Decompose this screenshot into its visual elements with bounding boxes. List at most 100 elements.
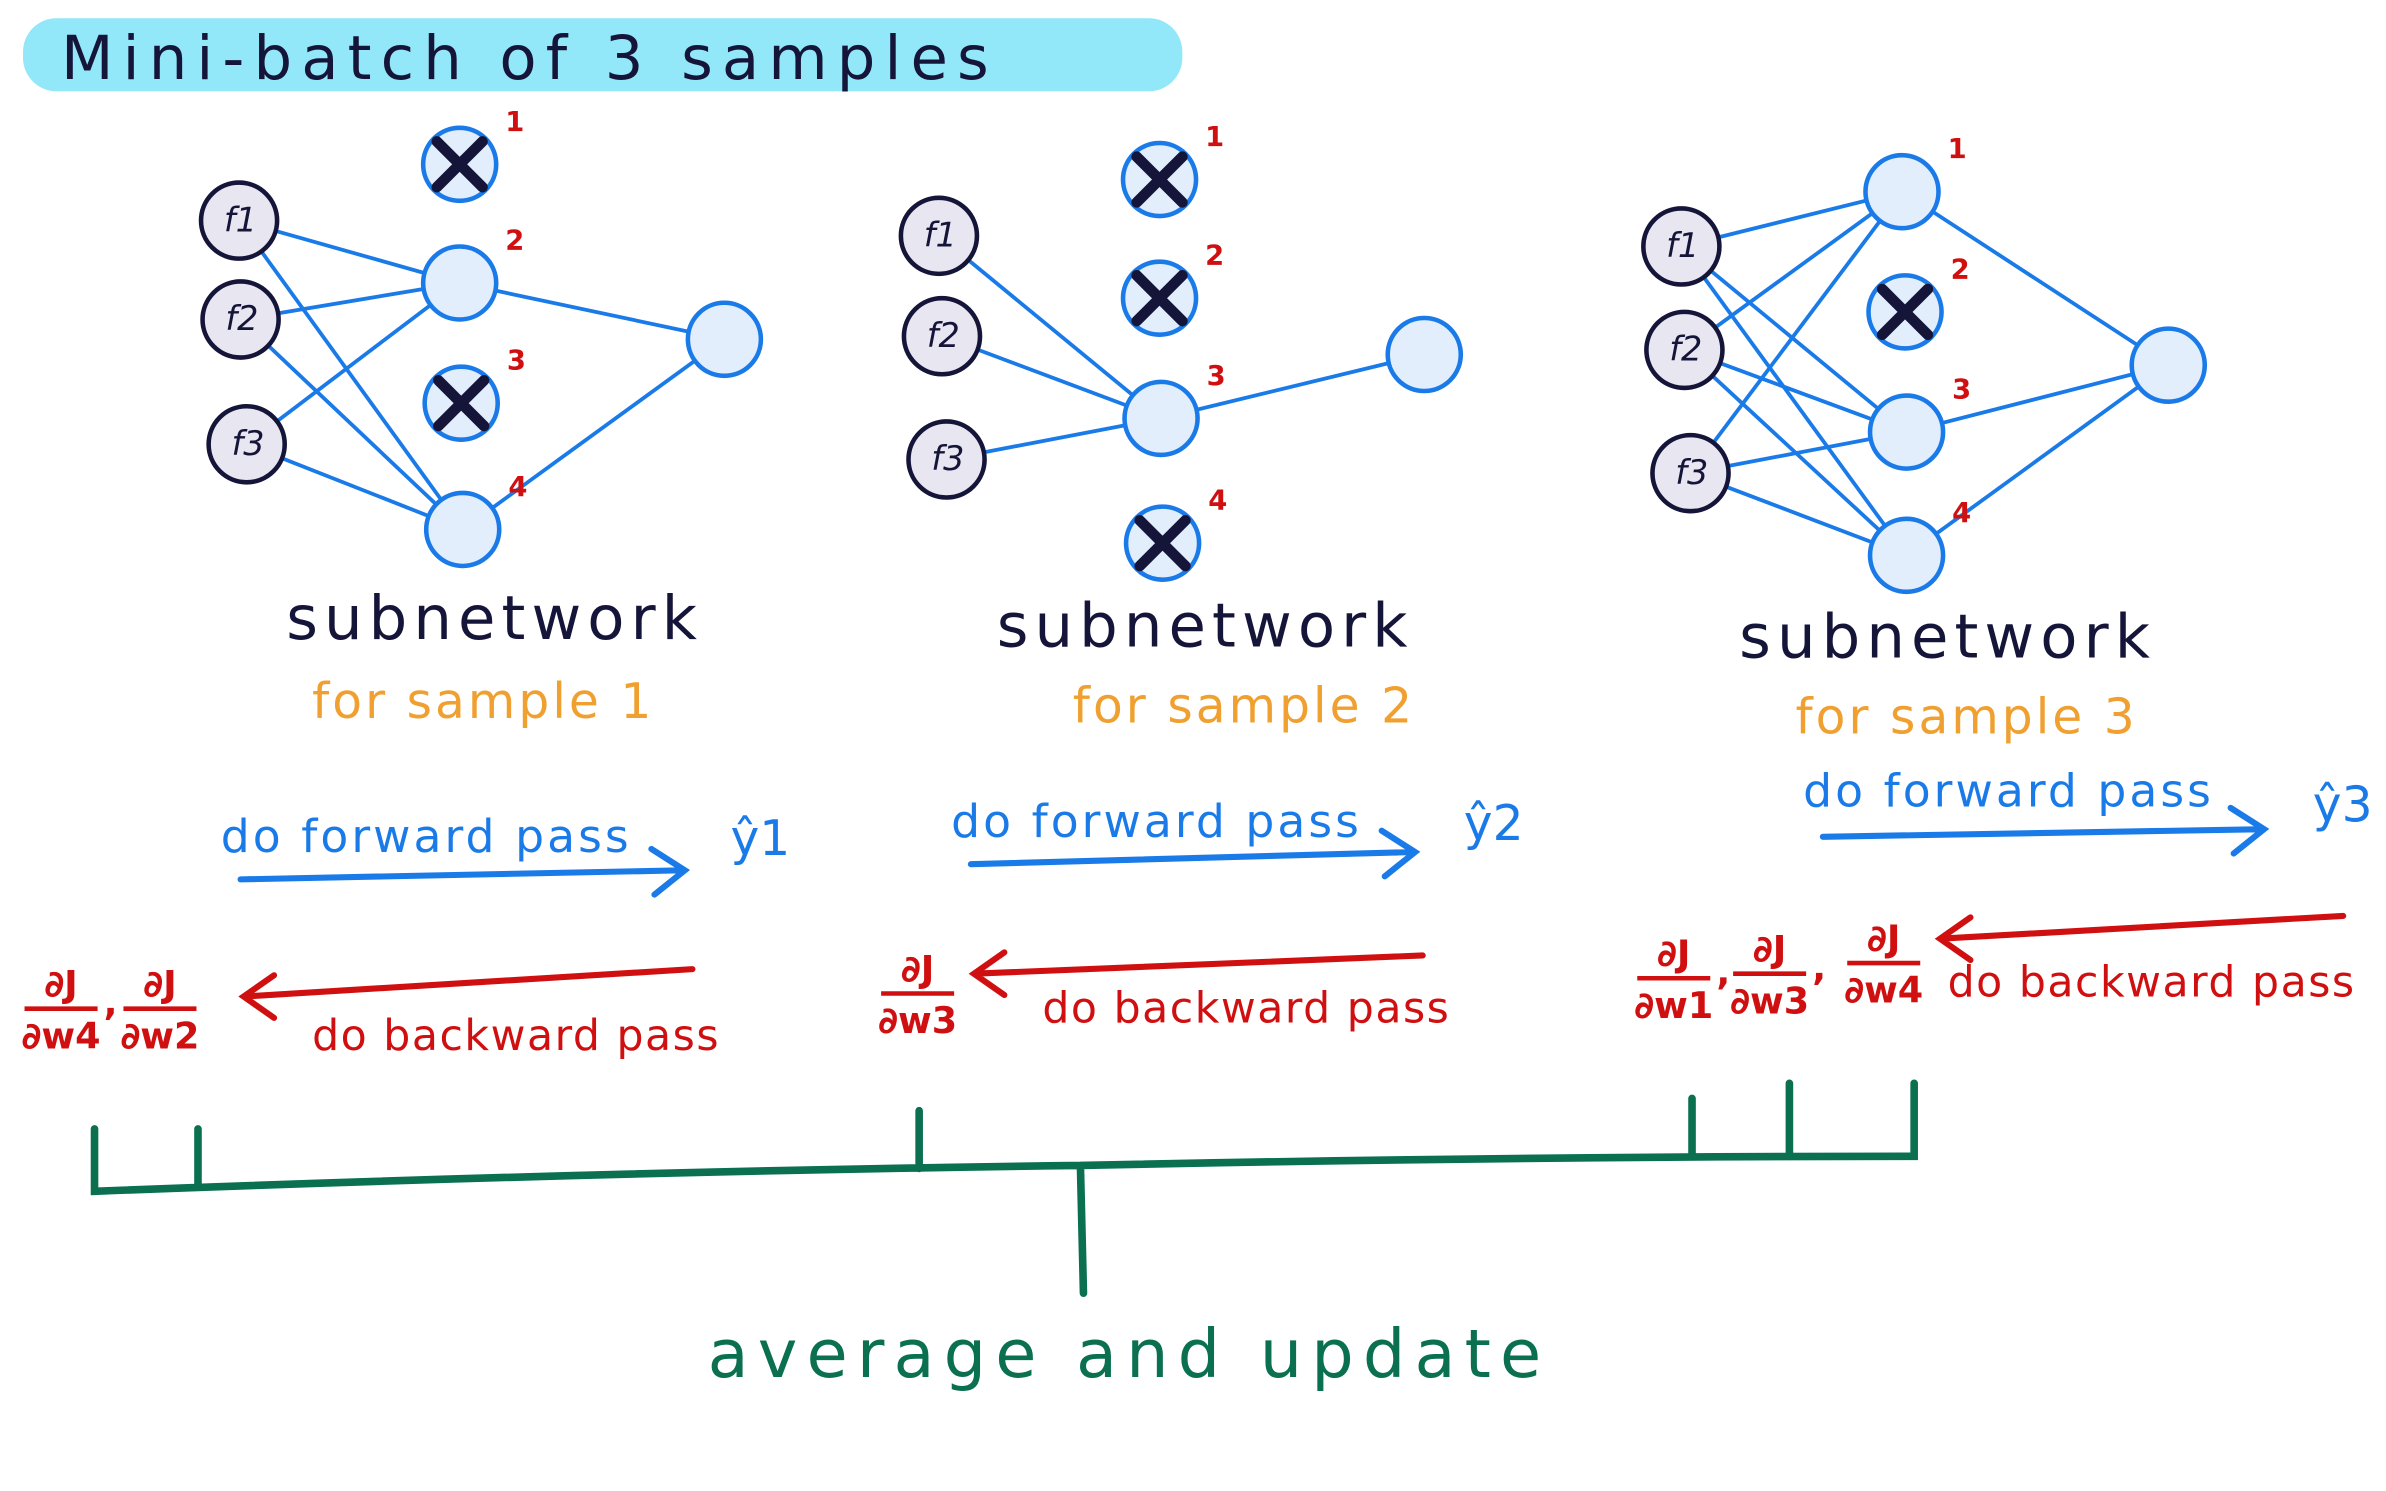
connection-edge xyxy=(459,281,725,342)
dropout-cross-icon xyxy=(1876,283,1934,341)
gradient-numerator: ∂J xyxy=(901,947,934,990)
dropout-cross-icon xyxy=(1134,515,1191,572)
connection-edge xyxy=(1906,363,2169,434)
gradient-numerator: ∂J xyxy=(1867,917,1900,960)
title-block: Mini-batch of 3 samples xyxy=(23,18,1183,94)
comma-separator: , xyxy=(104,981,118,1024)
neuron-number: 2 xyxy=(505,226,524,257)
forward-pass-label: do forward pass xyxy=(221,810,632,863)
neuron-number: 4 xyxy=(508,472,527,503)
gradient-numerator: ∂J xyxy=(143,963,176,1006)
subnetwork-label: subnetwork xyxy=(286,584,703,654)
gradient-fraction: ∂J ∂w3, xyxy=(1730,928,1826,1023)
sample-label: for sample 3 xyxy=(1795,689,2137,745)
input-neuron xyxy=(1650,432,1731,514)
connection-edge xyxy=(239,318,465,531)
gradient-denominator: ∂w3 xyxy=(878,999,957,1042)
forward-arrow-icon xyxy=(967,827,1421,880)
input-label: f1 xyxy=(1666,226,1699,265)
input-neuron xyxy=(901,295,983,377)
title-highlight xyxy=(23,18,1183,92)
neuron-number: 2 xyxy=(1951,254,1970,285)
comma-separator: , xyxy=(1812,946,1826,989)
input-neuron xyxy=(1644,309,1725,391)
backward-pass-label: do backward pass xyxy=(312,1011,720,1061)
input-label: f2 xyxy=(225,299,258,338)
gradient-numerator: ∂J xyxy=(44,963,77,1006)
backward-pass-label: do backward pass xyxy=(1042,983,1450,1033)
gradient-numerator: ∂J xyxy=(1657,932,1690,975)
gradient-denominator: ∂w4 xyxy=(1844,969,1923,1012)
input-neuron xyxy=(906,419,987,500)
dropout-cross-icon xyxy=(433,375,490,432)
networks-layer: f1 f2 f3 1 2 3 4 subnetwork for sample 1 do forwa… xyxy=(22,107,2373,1061)
gradient-numerator: ∂J xyxy=(1753,928,1786,971)
dropout-cross-icon xyxy=(431,136,488,193)
gradient-denominator: ∂w1 xyxy=(1634,984,1713,1027)
gradient-denominator: ∂w4 xyxy=(22,1014,101,1057)
output-neuron xyxy=(2129,326,2208,404)
connection-edge xyxy=(1683,190,1904,352)
gradient-fraction: ∂J ∂w2 xyxy=(120,963,199,1058)
input-label: f2 xyxy=(1669,330,1702,369)
backward-pass-label: do backward pass xyxy=(1948,958,2356,1008)
connection-edge xyxy=(1679,245,1909,557)
hidden-neuron xyxy=(423,490,502,569)
output-neuron xyxy=(1385,315,1464,394)
connection-edge xyxy=(1900,190,2170,367)
neuron-number: 1 xyxy=(1948,134,1967,165)
neuron-number: 3 xyxy=(507,346,526,377)
gradient-bracket: average and update xyxy=(90,1079,1918,1393)
gradient-fraction: ∂J ∂w1, xyxy=(1634,932,1730,1027)
input-neuron xyxy=(1641,206,1722,287)
prediction-label: ŷ1 xyxy=(730,811,790,867)
input-neuron xyxy=(898,195,980,277)
neuron-number: 3 xyxy=(1207,361,1226,392)
neuron-number: 4 xyxy=(1952,498,1971,529)
gradient-fraction: ∂J ∂w4, xyxy=(22,963,118,1058)
input-label: f3 xyxy=(231,424,264,463)
input-label: f3 xyxy=(1675,453,1708,492)
prediction-label: ŷ3 xyxy=(2313,778,2373,834)
neuron-number: 3 xyxy=(1952,375,1971,406)
input-neuron xyxy=(206,403,287,485)
comma-separator: , xyxy=(1716,950,1730,993)
connection-edge xyxy=(1688,190,1904,475)
connection-edge xyxy=(1160,352,1425,421)
gradient-fraction: ∂J ∂w4 xyxy=(1844,917,1923,1012)
backward-arrow-icon xyxy=(1934,912,2347,964)
sample-label: for sample 1 xyxy=(312,674,654,730)
output-neuron xyxy=(685,300,764,379)
dropout-cross-icon xyxy=(1131,270,1188,327)
hidden-neuron xyxy=(1122,379,1200,458)
average-and-update-label: average and update xyxy=(708,1315,1551,1393)
neuron-number: 2 xyxy=(1205,241,1224,272)
connection-edge xyxy=(245,281,461,446)
hidden-neuron xyxy=(1867,516,1946,595)
input-neuron xyxy=(198,180,280,261)
bracket-line xyxy=(90,1079,1918,1298)
prediction-label: ŷ2 xyxy=(1464,796,1524,852)
gradient-denominator: ∂w3 xyxy=(1730,979,1809,1022)
backward-arrow-icon xyxy=(968,949,1426,999)
hidden-neuron xyxy=(420,244,499,322)
input-neuron xyxy=(200,279,281,360)
input-label: f2 xyxy=(927,316,960,355)
backward-arrow-icon xyxy=(238,966,696,1021)
connection-edge xyxy=(937,234,1163,420)
connection-edge xyxy=(461,337,726,531)
forward-arrow-icon xyxy=(237,845,691,898)
forward-pass-label: do forward pass xyxy=(951,795,1362,848)
hidden-neuron xyxy=(1867,393,1946,471)
forward-arrow-icon xyxy=(1819,804,2270,857)
input-label: f3 xyxy=(931,439,964,478)
input-label: f1 xyxy=(224,200,257,239)
gradient-denominator: ∂w2 xyxy=(120,1014,199,1057)
neuron-number: 4 xyxy=(1208,486,1227,517)
input-label: f1 xyxy=(924,215,957,254)
connection-edge xyxy=(1680,245,1908,434)
gradient-fraction: ∂J ∂w3 xyxy=(878,947,957,1042)
